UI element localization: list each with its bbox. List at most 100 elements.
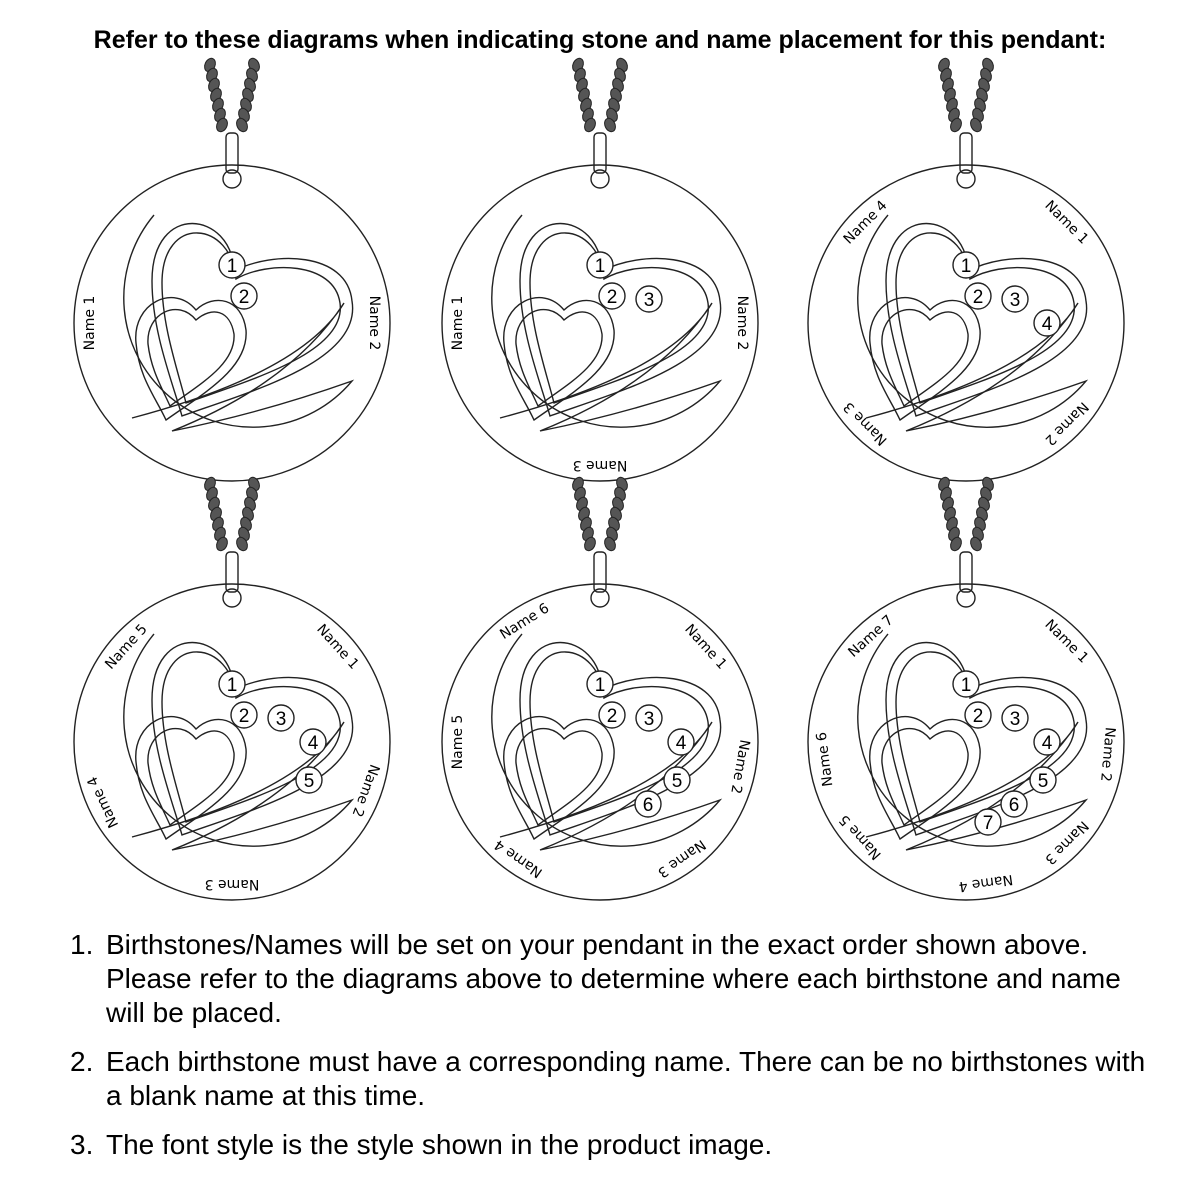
- birthstone-number: 5: [304, 771, 315, 792]
- birthstone: [952, 251, 980, 279]
- birthstone-number: 2: [607, 706, 618, 727]
- large-heart-outline: [151, 223, 354, 417]
- birthstone-number: 1: [227, 675, 238, 696]
- birthstone: [952, 670, 980, 698]
- large-heart-inner: [161, 651, 341, 823]
- small-heart-inner: [881, 727, 969, 827]
- name-label: Name 3: [841, 398, 891, 448]
- birthstone-number: 2: [239, 706, 250, 727]
- birthstone: [218, 251, 246, 279]
- birthstone: [634, 790, 662, 818]
- pendant-hole: [956, 588, 976, 608]
- name-label: Name 7: [845, 612, 896, 660]
- instruction-text: The font style is the style shown in the…: [106, 1129, 773, 1160]
- name-label: Name 1: [1041, 198, 1091, 248]
- instruction-number: 3.: [70, 1129, 94, 1160]
- large-heart-outline: [885, 223, 1088, 417]
- birthstone: [598, 701, 626, 729]
- name-label: Name 3: [205, 876, 260, 892]
- small-heart-outline: [135, 715, 247, 841]
- birthstone: [635, 704, 663, 732]
- birthstone: [295, 766, 323, 794]
- birthstone-number: 1: [961, 256, 972, 277]
- large-heart-outline: [519, 642, 722, 836]
- name-label: Name 5: [450, 715, 466, 770]
- bail: [593, 551, 607, 593]
- pendant-disc: [73, 164, 391, 482]
- chain: [204, 476, 260, 552]
- pendant-hole: [590, 588, 610, 608]
- name-label: Name 1: [313, 621, 361, 672]
- name-label: Name 1: [82, 296, 98, 351]
- birthstone: [964, 701, 992, 729]
- name-label: Name 5: [836, 811, 884, 862]
- birthstone-number: 1: [227, 256, 238, 277]
- large-heart-inner: [161, 232, 341, 404]
- pendant-disc: [73, 583, 391, 901]
- birthstone: [598, 282, 626, 310]
- small-heart-outline: [503, 715, 615, 841]
- birthstone-number: 2: [973, 706, 984, 727]
- birthstone: [1029, 766, 1057, 794]
- crescent-shape: [491, 214, 723, 432]
- large-heart-outline: [885, 642, 1088, 836]
- instruction-number: 1.: [70, 929, 94, 960]
- name-label: Name 1: [450, 296, 466, 351]
- small-heart-inner: [515, 727, 603, 827]
- birthstone: [218, 670, 246, 698]
- birthstone: [299, 728, 327, 756]
- pendant-diagram: 12 Name 1 Name 2: [73, 57, 391, 482]
- pendant-disc: [807, 164, 1125, 482]
- chain: [938, 57, 994, 133]
- name-label: Name 3: [1041, 817, 1091, 867]
- name-label: Name 4: [84, 774, 122, 830]
- large-heart-outline: [151, 642, 354, 836]
- name-label: Name 2: [1097, 726, 1118, 782]
- bail: [959, 551, 973, 593]
- name-label: Name 2: [366, 296, 382, 351]
- pendant-hole: [222, 169, 242, 189]
- birthstone-number: 3: [276, 709, 287, 730]
- birthstone-number: 7: [983, 813, 994, 834]
- bail: [959, 132, 973, 174]
- birthstone-number: 4: [1042, 314, 1053, 335]
- crescent-shape: [857, 633, 1089, 851]
- birthstone: [586, 670, 614, 698]
- birthstone: [267, 704, 295, 732]
- large-heart-outline: [519, 223, 722, 417]
- pendant-hole: [590, 169, 610, 189]
- crescent-shape: [491, 633, 723, 851]
- birthstone: [1033, 728, 1061, 756]
- name-label: Name 6: [814, 731, 837, 787]
- name-label: Name 1: [1041, 617, 1091, 667]
- name-label: Name 4: [492, 836, 546, 881]
- birthstone: [586, 251, 614, 279]
- birthstone: [667, 728, 695, 756]
- bail: [225, 132, 239, 174]
- birthstone: [1001, 285, 1029, 313]
- birthstone-number: 1: [595, 675, 606, 696]
- birthstone-number: 5: [672, 771, 683, 792]
- name-label: Name 2: [734, 296, 750, 351]
- instruction-text: Each birthstone must have a correspondin…: [106, 1046, 1146, 1111]
- name-label: Name 1: [681, 621, 729, 672]
- large-heart-inner: [895, 232, 1075, 404]
- pendant-hole: [956, 169, 976, 189]
- birthstone-number: 2: [239, 287, 250, 308]
- chain: [938, 476, 994, 552]
- name-label: Name 3: [654, 836, 708, 880]
- instruction-item: 2. Each birthstone must have a correspon…: [70, 1045, 1160, 1113]
- crescent-shape: [123, 214, 355, 432]
- birthstone-number: 6: [643, 795, 654, 816]
- birthstone: [1033, 309, 1061, 337]
- birthstone-number: 4: [308, 733, 319, 754]
- large-heart-inner: [529, 232, 709, 404]
- name-label: Name 4: [957, 871, 1013, 894]
- small-heart-inner: [147, 308, 235, 408]
- chain: [572, 476, 628, 552]
- birthstone-number: 1: [961, 675, 972, 696]
- crescent-shape: [123, 633, 355, 851]
